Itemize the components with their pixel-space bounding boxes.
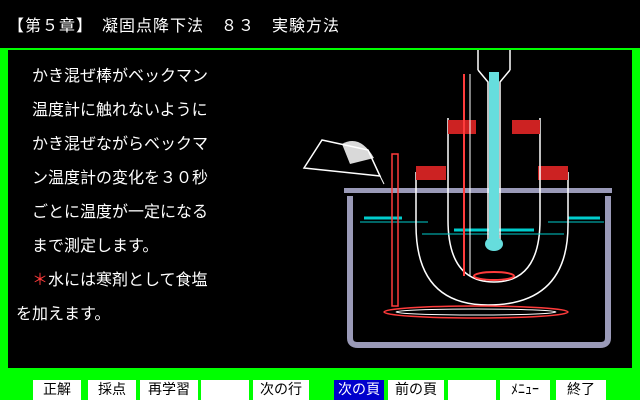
stirrer-loop (473, 271, 515, 281)
thermometer-capillary (489, 72, 499, 242)
note-marker: ＊ (32, 270, 49, 289)
blank-key-1[interactable] (201, 380, 249, 400)
bath-stirrer (391, 153, 399, 307)
text-line-3: かき混ぜながらベックマ (32, 134, 209, 153)
bath-stirrer-ring (383, 305, 569, 319)
beckmann-thermometer (477, 50, 511, 240)
prev-page-button[interactable]: 前の頁 (388, 380, 444, 400)
sample-tube (447, 118, 541, 283)
salt-pile (342, 141, 374, 164)
bath-lid (344, 188, 612, 193)
blank-key-2[interactable] (448, 380, 496, 400)
text-line-8: を加えます。 (16, 304, 111, 323)
text-line-6: まで測定します。 (32, 236, 159, 255)
text-line-1: かき混ぜ棒がベックマン (32, 66, 209, 85)
text-line-2: 温度計に触れないように (32, 100, 208, 119)
content-panel: かき混ぜ棒がベックマン 温度計に触れないように かき混ぜながらベックマ ン温度計… (8, 50, 632, 368)
apparatus-diagram (302, 50, 612, 348)
relearn-button[interactable]: 再学習 (140, 380, 198, 400)
thermometer-bulb (485, 237, 503, 251)
page-title: 【第５章】 凝固点降下法 ８３ 実験方法 (8, 16, 341, 35)
text-line-5: ごとに温度が一定になる (32, 202, 209, 221)
outer-stopper-right (538, 166, 568, 180)
inner-stopper-left (448, 120, 476, 134)
menu-button[interactable]: ﾒﾆｭｰ (500, 380, 550, 400)
correct-answer-button[interactable]: 正解 (33, 380, 81, 400)
inner-stopper-right (512, 120, 540, 134)
outer-stopper-left (416, 166, 446, 180)
text-line-7: ＊水には寒剤として食塩 (32, 266, 208, 290)
quit-button[interactable]: 終了 (556, 380, 606, 400)
text-line-4: ン温度計の変化を３０秒 (32, 168, 209, 187)
next-line-button[interactable]: 次の行 (253, 380, 309, 400)
next-page-button[interactable]: 次の頁 (334, 380, 384, 400)
grade-button[interactable]: 採点 (88, 380, 136, 400)
title-bar: 【第５章】 凝固点降下法 ８３ 実験方法 (0, 0, 640, 48)
text-line-7-body: 水には寒剤として食塩 (48, 270, 208, 289)
air-jacket-tube (415, 172, 569, 306)
cooling-bath (347, 196, 611, 348)
